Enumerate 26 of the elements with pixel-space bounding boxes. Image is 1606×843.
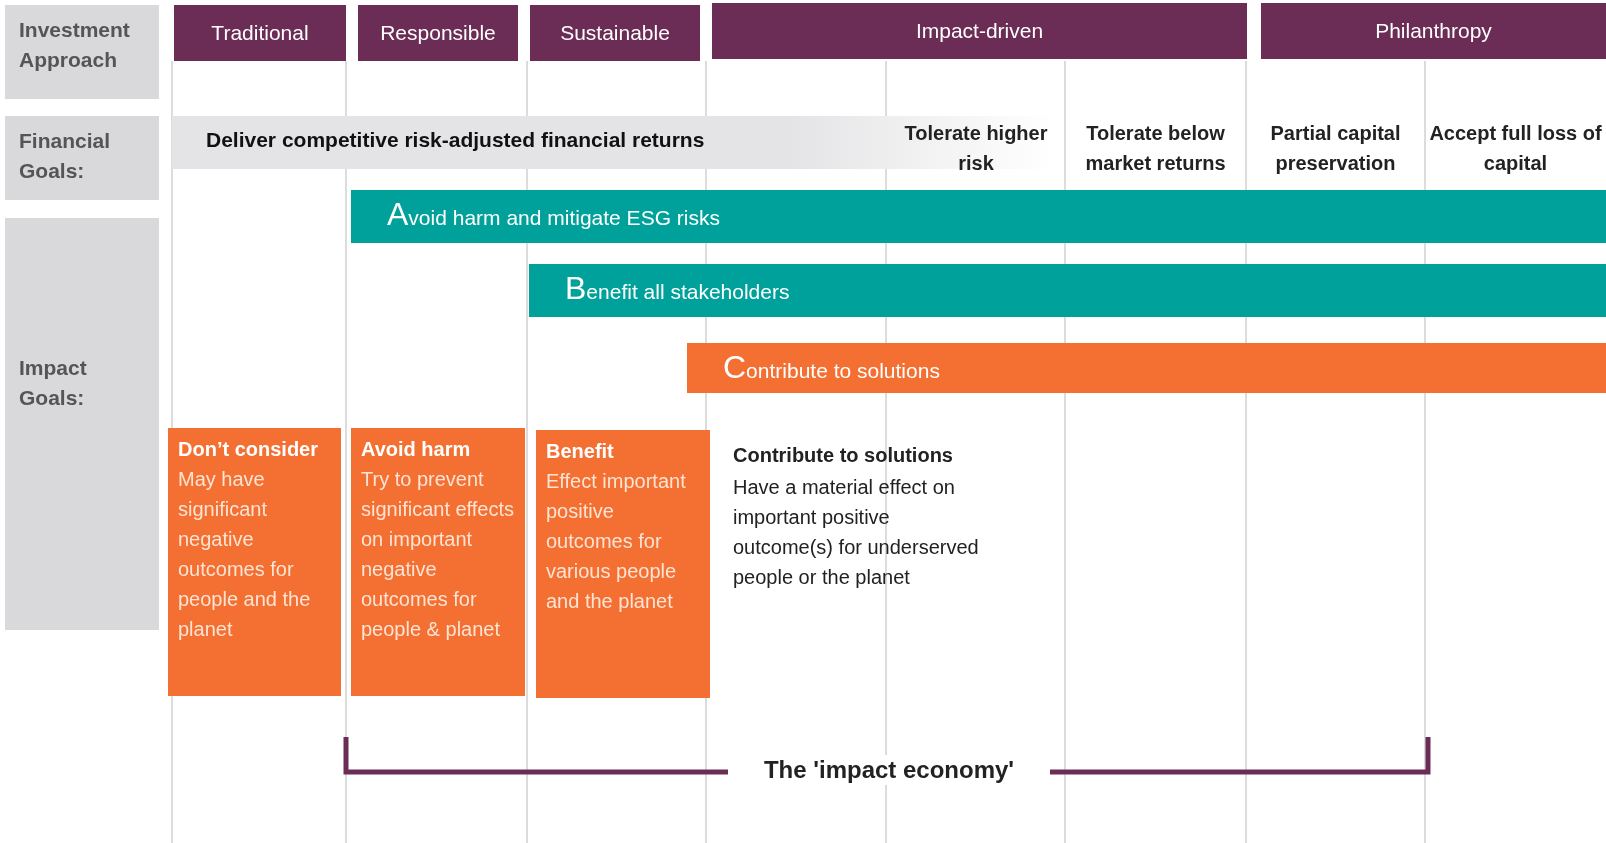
goal-bar: Benefit all stakeholders xyxy=(529,264,1606,317)
column-goal-text: Accept full loss of capital xyxy=(1428,121,1603,176)
card-text: Try to prevent significant effects on important negative outcomes for people & planet xyxy=(361,467,515,642)
column-heading: Contribute to solutions xyxy=(733,443,954,468)
goal-card xyxy=(168,428,341,696)
row-header: Impact Goals: xyxy=(5,218,159,630)
column-text: Have a material effect on important positive outcome(s) for underserved people or the planet xyxy=(733,475,980,590)
card-text: Effect important positive outcomes for various people and the planet xyxy=(546,469,687,614)
card-text: May have significant negative outcomes for people and the planet xyxy=(178,467,312,642)
goal-card xyxy=(351,428,525,696)
column-goal-text: Tolerate higher risk xyxy=(903,121,1049,176)
row-header: Investment Approach xyxy=(5,5,159,99)
row-header: Financial Goals: xyxy=(5,116,159,200)
card-heading: Benefit xyxy=(546,439,615,464)
goal-bar: Contribute to solutions xyxy=(687,343,1606,393)
column-header: Sustainable xyxy=(530,5,700,61)
column-header: Traditional xyxy=(174,5,346,61)
column-goal-text: Tolerate below market returns xyxy=(1084,121,1227,176)
column-header: Impact-driven xyxy=(712,3,1247,59)
column-header: Responsible xyxy=(358,5,518,61)
card-heading: Don’t consider xyxy=(178,437,319,462)
column-goal-text: Partial capital preservation xyxy=(1269,121,1402,176)
card-heading: Avoid harm xyxy=(361,437,472,462)
goal-card xyxy=(536,430,710,698)
goal-bar: Avoid harm and mitigate ESG risks xyxy=(351,190,1606,243)
column-header: Philanthropy xyxy=(1261,3,1606,59)
